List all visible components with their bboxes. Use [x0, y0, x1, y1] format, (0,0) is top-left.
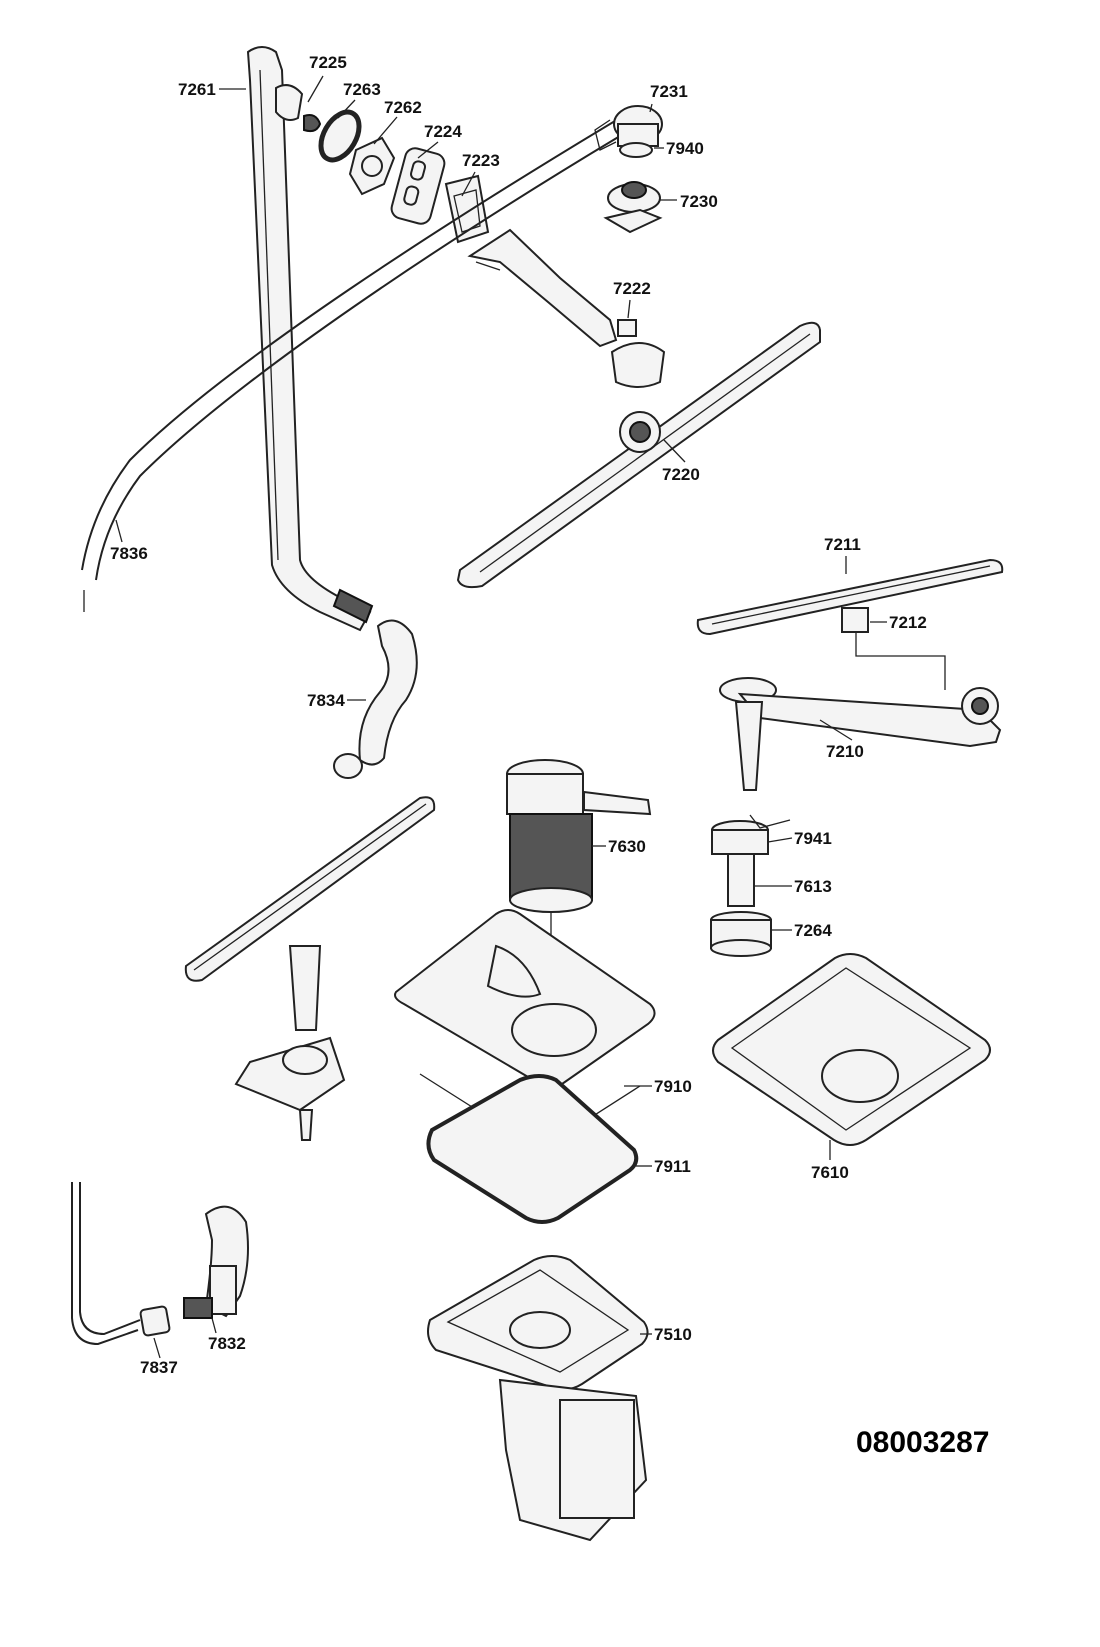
label-7220: 7220 — [662, 465, 700, 484]
label-7212: 7212 — [889, 613, 927, 632]
part-7836-hose — [81, 117, 621, 612]
label-7832: 7832 — [208, 1334, 246, 1353]
part-7940-clip — [619, 142, 653, 158]
part-7834-elbow-hose — [333, 619, 418, 779]
label-7264: 7264 — [794, 921, 832, 940]
label-7610: 7610 — [811, 1163, 849, 1182]
part-7224-block — [390, 147, 446, 225]
label-7630: 7630 — [608, 837, 646, 856]
label-7222: 7222 — [613, 279, 651, 298]
part-7262-nut — [348, 136, 396, 196]
part-7911-gasket — [426, 1074, 639, 1224]
part-7212-connector — [841, 607, 946, 690]
label-7224: 7224 — [424, 122, 462, 141]
label-7211: 7211 — [824, 535, 861, 554]
part-7832-drain-elbow — [183, 1205, 249, 1319]
part-7837-drain-hose — [71, 1182, 171, 1346]
label-7231: 7231 — [650, 82, 688, 101]
part-7222-bracket-assembly — [467, 228, 666, 388]
part-7261-supply-tube — [246, 46, 374, 632]
label-7262: 7262 — [384, 98, 422, 117]
part-7910-filter-tray — [394, 909, 656, 1151]
part-7263-ring — [318, 109, 362, 163]
label-7940: 7940 — [666, 139, 704, 158]
part-lower-spray-arm — [184, 796, 436, 1141]
part-7264-nut — [710, 911, 772, 957]
label-7941: 7941 — [794, 829, 832, 848]
label-7911: 7911 — [654, 1157, 691, 1176]
leader-lines — [115, 75, 887, 1359]
label-7836: 7836 — [110, 544, 148, 563]
label-7837: 7837 — [140, 1358, 178, 1377]
label-7834: 7834 — [307, 691, 345, 710]
part-7230-bearing — [603, 181, 663, 234]
label-7613: 7613 — [794, 877, 832, 896]
part-7231-cap — [594, 105, 663, 151]
part-7211-spray-arm — [696, 558, 1004, 636]
part-7210-feed-arm — [719, 677, 1002, 791]
part-7941-valve — [711, 814, 791, 855]
label-7210: 7210 — [826, 742, 864, 761]
label-7263: 7263 — [343, 80, 381, 99]
label-7225: 7225 — [309, 53, 347, 72]
part-7630-filter — [506, 759, 652, 1220]
part-7225-nozzle — [275, 84, 322, 133]
label-7510: 7510 — [654, 1325, 692, 1344]
part-labels: 7261 7225 7263 7262 7224 7223 7231 7940 … — [110, 53, 989, 1459]
label-7230: 7230 — [680, 192, 718, 211]
document-number: 08003287 — [856, 1426, 989, 1459]
part-7610-tray — [712, 953, 991, 1146]
label-7910: 7910 — [654, 1077, 692, 1096]
part-7220-spray-arm — [456, 321, 821, 589]
label-7223: 7223 — [462, 151, 500, 170]
part-7613-pipe — [727, 853, 755, 907]
label-7261: 7261 — [178, 80, 216, 99]
part-7510-sump — [427, 1255, 649, 1542]
